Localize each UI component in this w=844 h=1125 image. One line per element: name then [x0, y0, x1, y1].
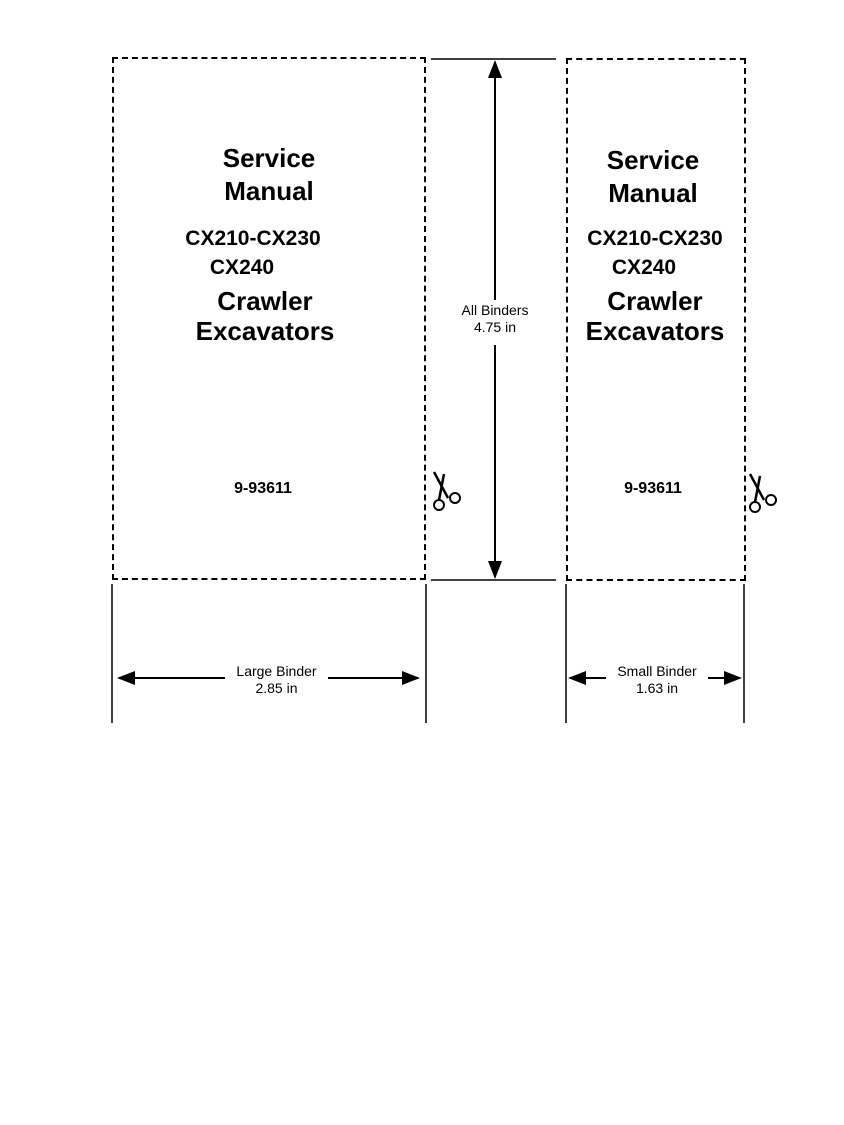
large-card-model-line1: CX210-CX230	[185, 227, 321, 250]
small-card-model-line1: CX210-CX230	[587, 227, 723, 250]
small-card-title-line2: Manual	[608, 178, 698, 208]
large-binder-label: Large Binder	[236, 663, 317, 679]
large-card-title-line2: Manual	[224, 176, 314, 206]
large-card-model-line2: CX240	[209, 256, 275, 279]
small-binder-value: 1.63 in	[635, 680, 679, 696]
large-card-type-line2: Excavators	[195, 316, 335, 346]
small-card-part-number: 9-93611	[624, 480, 682, 497]
large-binder-spine-card	[112, 57, 426, 580]
large-card-title-line1: Service	[222, 143, 316, 173]
all-binders-dimension-label: All Binders 4.75 in	[448, 302, 542, 336]
scissors-icon	[748, 473, 777, 513]
small-card-type-line2: Excavators	[585, 316, 725, 346]
large-card-type-line1: Crawler	[217, 286, 313, 316]
all-binders-value: 4.75 in	[473, 319, 517, 335]
small-card-type-line1: Crawler	[607, 286, 703, 316]
large-card-title: Service Manual	[112, 142, 426, 208]
small-binder-dimension-label: Small Binder 1.63 in	[606, 663, 708, 697]
small-card-model-line2: CX240	[611, 256, 677, 279]
large-binder-value: 2.85 in	[255, 680, 298, 696]
large-card-type: Crawler Excavators	[108, 286, 422, 346]
large-card-model: CX210-CX230 CX240	[96, 224, 410, 282]
small-card-title: Service Manual	[563, 144, 743, 210]
small-binder-spine-card	[566, 58, 746, 581]
scissors-icon	[432, 471, 461, 511]
small-card-type: Crawler Excavators	[565, 286, 745, 346]
small-card-title-line1: Service	[606, 145, 700, 175]
all-binders-label: All Binders	[461, 302, 529, 318]
large-card-part-number: 9-93611	[234, 480, 292, 497]
small-binder-label: Small Binder	[617, 663, 697, 679]
large-binder-dimension-label: Large Binder 2.85 in	[225, 663, 328, 697]
small-card-model: CX210-CX230 CX240	[565, 224, 745, 282]
